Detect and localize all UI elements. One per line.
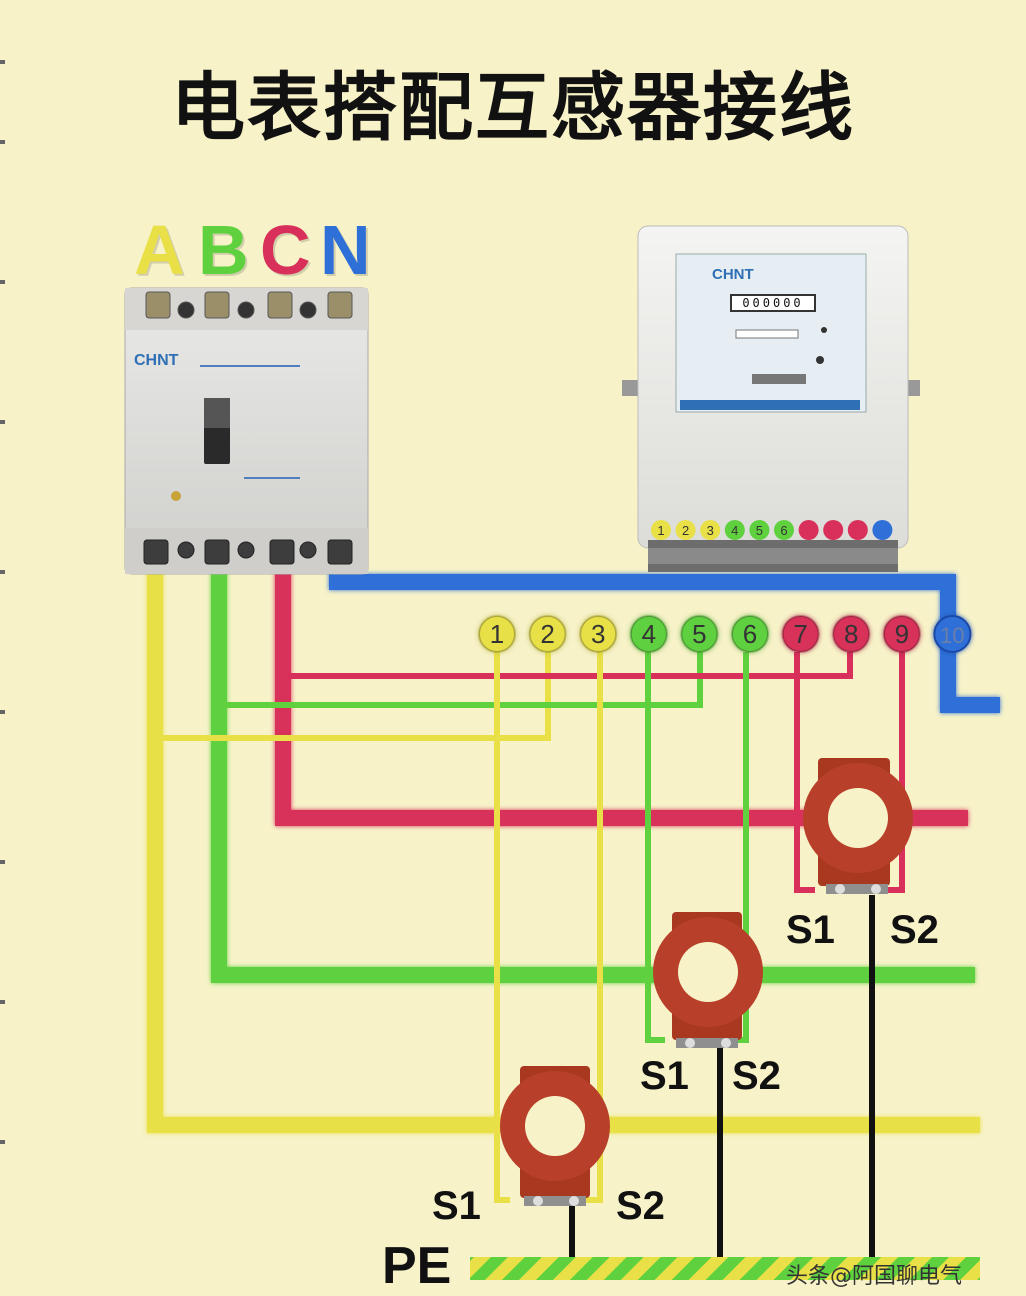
ct-c-s2-label: S2 (890, 908, 939, 952)
ct-phase-b (653, 912, 763, 1048)
meter-terminal-label-3: 3 (591, 619, 605, 649)
meter-terminal-1 (478, 615, 516, 653)
wire-ct-c-s1-terminal-7 (794, 652, 815, 893)
meter-strip-terminal-label-1: 1 (657, 523, 664, 538)
breaker-top-screws (145, 291, 353, 319)
meter-terminal-label-1: 1 (490, 619, 504, 649)
meter-strip-terminal-8 (823, 520, 844, 540)
meter-strip-terminal-label-6: 6 (780, 523, 787, 538)
wire-ct-c-s2-terminal-9 (885, 652, 905, 893)
meter-terminal-label-10: 10 (940, 623, 964, 648)
wire-phase-a-main (147, 560, 980, 1133)
wire-ct-a-s2-terminal-3 (585, 652, 603, 1203)
phase-label-a: A (134, 211, 185, 289)
meter-strip-terminal-label-5: 5 (756, 523, 763, 538)
wire-tap-a-to-terminal-2 (160, 652, 551, 741)
meter-strip-terminal-5 (749, 520, 770, 540)
meter-terminal-row: 1 2 3 4 5 6 7 8 9 10 (478, 615, 972, 653)
meter-counter: 000000 (730, 294, 816, 312)
meter-terminal-label-5: 5 (692, 619, 706, 649)
meter-terminal-label-6: 6 (743, 619, 757, 649)
meter-terminal-10 (933, 615, 972, 653)
ct-b-s1-label: S1 (640, 1054, 689, 1098)
meter-brand-logo: CHNT (712, 266, 754, 283)
meter-strip-terminal-6 (774, 520, 794, 540)
meter-terminal-6 (731, 615, 769, 653)
meter-strip-terminal-1 (651, 520, 671, 540)
meter-terminal-3 (579, 615, 618, 653)
ct-a-s1-label: S1 (432, 1184, 481, 1228)
meter-terminal-2 (528, 615, 567, 653)
wire-tap-c-to-terminal-8 (288, 652, 853, 679)
meter (622, 225, 920, 572)
meter-terminal-4 (629, 615, 668, 653)
ct-a-s2-label: S2 (616, 1184, 665, 1228)
pe-ground-bar (470, 1257, 980, 1280)
meter-terminal-label-2: 2 (540, 619, 554, 649)
breaker (124, 287, 369, 575)
diagram-title: 电表搭配互感器接线 (171, 65, 855, 151)
pe-label: PE (382, 1237, 452, 1295)
meter-strip-terminal-label-4: 4 (731, 523, 738, 538)
meter-terminal-8 (832, 615, 871, 653)
meter-terminal-label-4: 4 (642, 619, 656, 649)
wires (147, 560, 1000, 1262)
phase-label-c: C (260, 211, 311, 289)
wire-ct-b-s2-terminal-6 (735, 652, 749, 1043)
ct-phase-a (500, 1066, 610, 1206)
watermark: 头条@阿国聊电气 (786, 1264, 963, 1289)
wire-ct-b-s1-terminal-4 (645, 652, 665, 1043)
wire-phase-c-main (275, 560, 968, 826)
wire-ct-a-s1-terminal-1 (494, 652, 510, 1203)
left-edge-ticks (0, 60, 5, 1144)
meter-terminal-label-9: 9 (895, 619, 909, 649)
meter-terminal-7 (781, 615, 820, 653)
meter-terminal-label-8: 8 (844, 619, 858, 649)
meter-strip-terminal-9 (847, 520, 868, 540)
breaker-brand-logo: CHNT (134, 352, 179, 369)
wire-neutral (329, 560, 1000, 713)
meter-strip-terminals: 1 2 3 4 5 6 (651, 520, 893, 540)
meter-strip-terminal-3 (700, 520, 721, 540)
ct-c-s1-label: S1 (786, 908, 835, 952)
wire-tap-b-to-terminal-5 (224, 652, 703, 708)
breaker-bottom-screws (143, 539, 353, 565)
ct-phase-c (803, 758, 913, 894)
phase-label-n: N (320, 211, 371, 289)
meter-strip-terminal-4 (724, 520, 745, 540)
meter-terminal-5 (680, 615, 719, 653)
phase-label-b: B (198, 211, 249, 289)
meter-terminal-9 (882, 615, 921, 653)
meter-strip-terminal-label-2: 2 (682, 523, 689, 538)
ct-b-s2-label: S2 (732, 1054, 781, 1098)
meter-strip-terminal-label-3: 3 (707, 523, 714, 538)
meter-strip-terminal-7 (798, 520, 819, 540)
meter-strip-terminal-2 (675, 520, 696, 540)
meter-terminal-label-7: 7 (793, 619, 807, 649)
meter-strip-terminal-10 (872, 520, 893, 540)
